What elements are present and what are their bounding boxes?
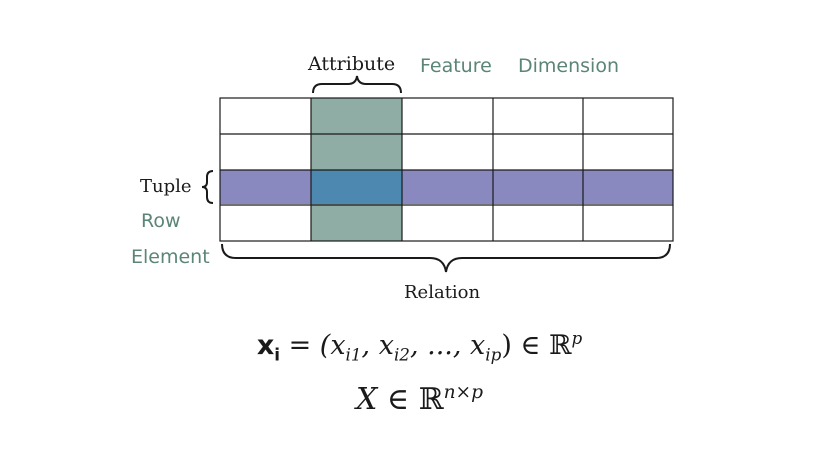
sup-p: p [571, 328, 583, 348]
attribute-brace [312, 75, 402, 94]
intersection-cell [311, 170, 402, 204]
tuple-brace [201, 170, 214, 204]
table-grid [219, 97, 674, 242]
matrix-in-r: ∈ ℝ [386, 382, 444, 417]
relation-label: Relation [404, 282, 481, 303]
sub-i1: i1 [345, 344, 362, 365]
matrix-formula: X ∈ ℝn×p [0, 382, 839, 417]
sup-n-times-p: n×p [443, 382, 484, 403]
sub-i2: i2 [393, 344, 410, 365]
feature-label: Feature [420, 55, 492, 77]
vector-x-bold: x [256, 330, 275, 361]
tuple-row-highlight [220, 170, 673, 204]
sep-1: , x [361, 330, 394, 361]
attribute-label: Attribute [308, 53, 396, 75]
matrix-x: X [355, 382, 378, 417]
sep-2: , ..., x [409, 330, 486, 361]
tuple-label: Tuple [140, 176, 192, 197]
vector-x-subscript: i [274, 344, 280, 365]
vector-formula: xi = (xi1, xi2, ..., xip) ∈ ℝp [0, 328, 839, 364]
vector-rhs-close: ) ∈ ℝ [501, 330, 572, 361]
element-label: Element [131, 246, 210, 268]
relation-brace [221, 243, 671, 273]
vector-rhs-open: = (x [288, 330, 346, 361]
row-label: Row [141, 210, 181, 232]
sub-ip: ip [485, 344, 502, 365]
dimension-label: Dimension [518, 55, 619, 77]
